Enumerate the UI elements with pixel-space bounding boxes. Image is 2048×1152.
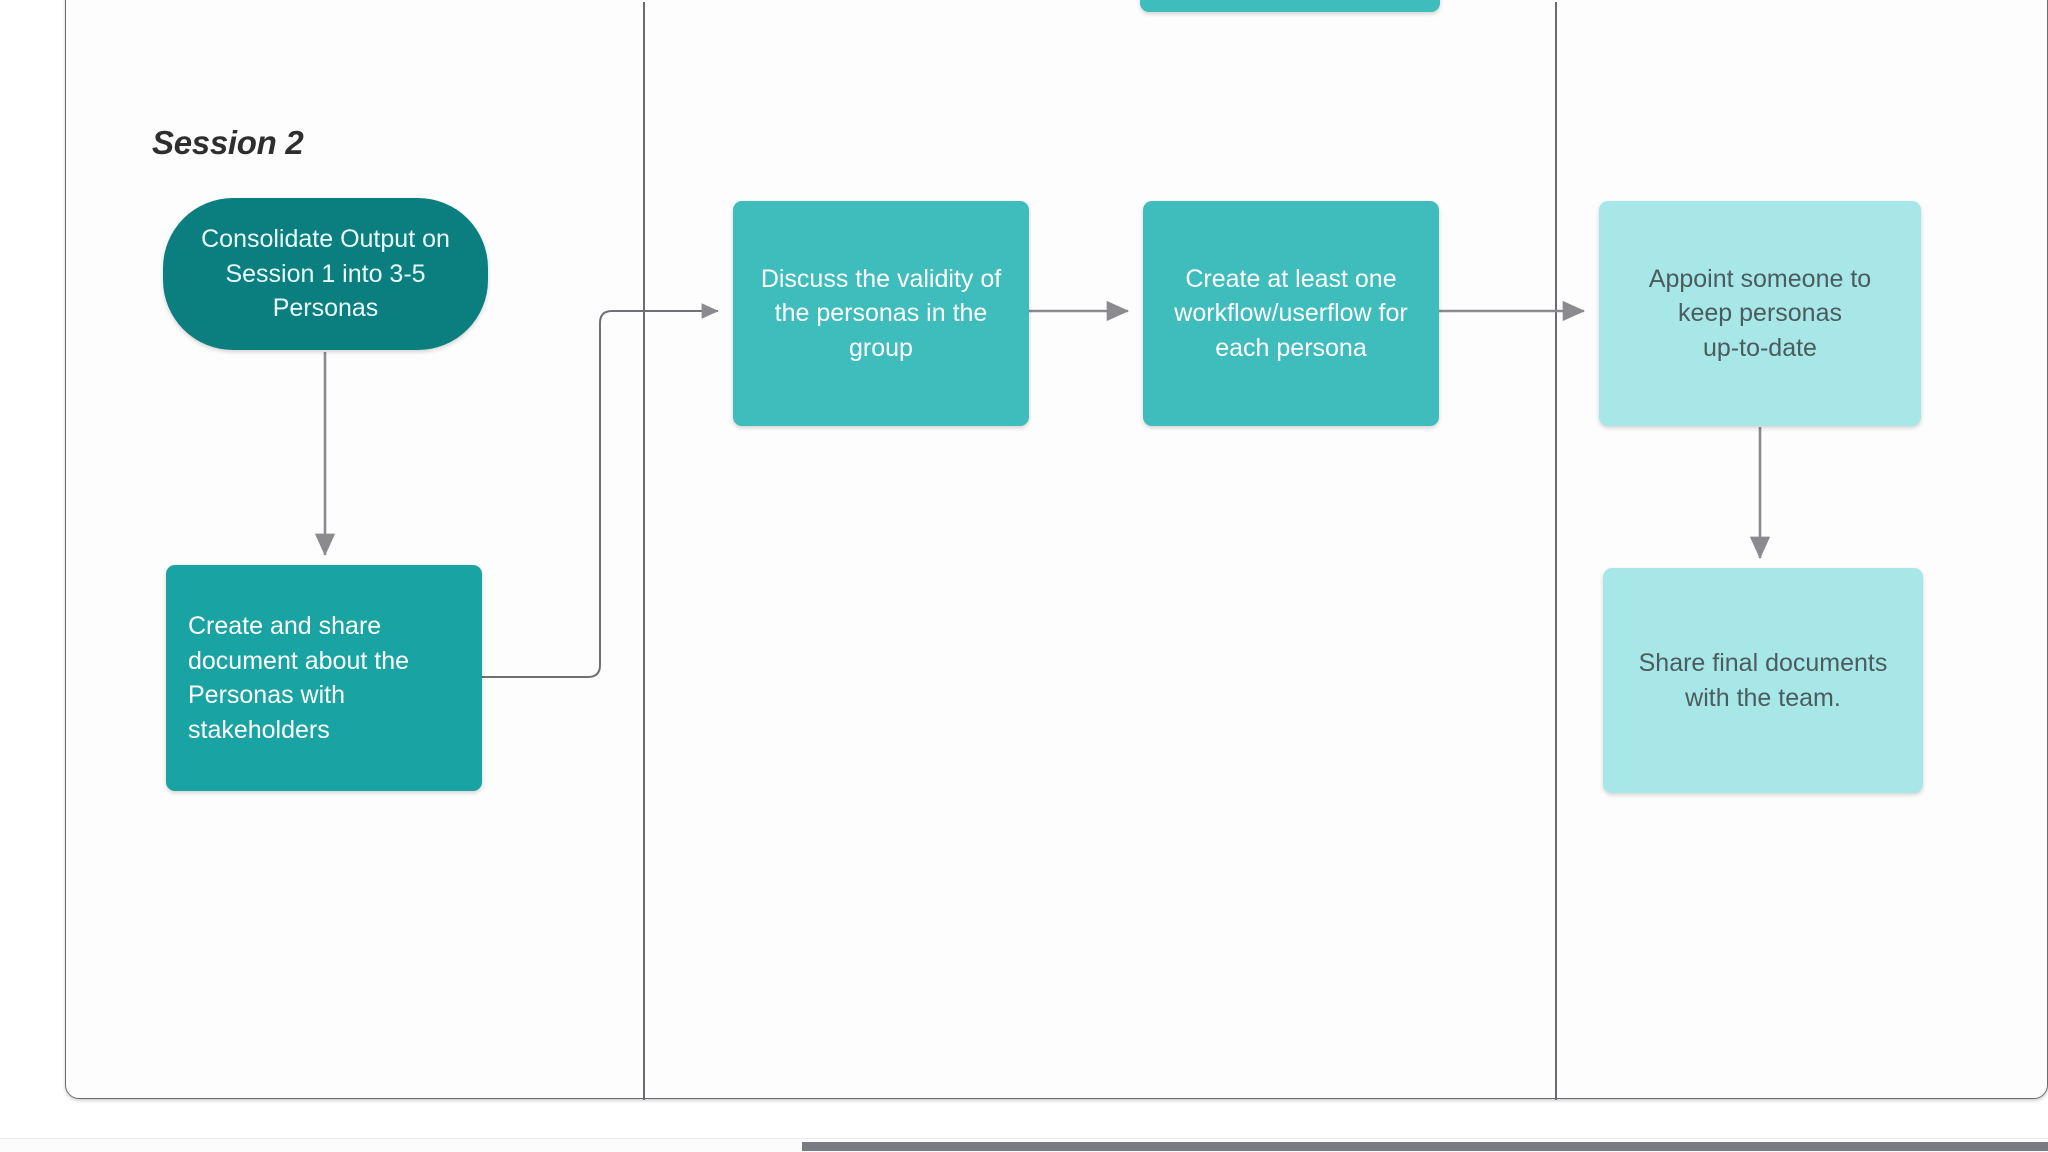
node-appoint-someone[interactable]: Appoint someone to keep personas up-to-d… bbox=[1599, 201, 1921, 426]
lane-divider-1 bbox=[643, 2, 645, 1100]
swimlane-container bbox=[65, 0, 2048, 1100]
node-consolidate-output[interactable]: Consolidate Output on Session 1 into 3-5… bbox=[163, 198, 488, 350]
node-share-final-documents[interactable]: Share final documents with the team. bbox=[1603, 568, 1923, 793]
node-discuss-validity[interactable]: Discuss the validity of the personas in … bbox=[733, 201, 1029, 426]
lane-title-session-2: Session 2 bbox=[152, 124, 304, 161]
lane-divider-2 bbox=[1555, 2, 1557, 1100]
node-partial-top[interactable] bbox=[1140, 0, 1440, 12]
node-create-workflow[interactable]: Create at least one workflow/userflow fo… bbox=[1143, 201, 1439, 426]
node-create-and-share-document[interactable]: Create and share document about the Pers… bbox=[166, 565, 482, 791]
horizontal-scrollbar-thumb[interactable] bbox=[802, 1142, 2048, 1151]
horizontal-scrollbar-track[interactable] bbox=[0, 1138, 2048, 1152]
